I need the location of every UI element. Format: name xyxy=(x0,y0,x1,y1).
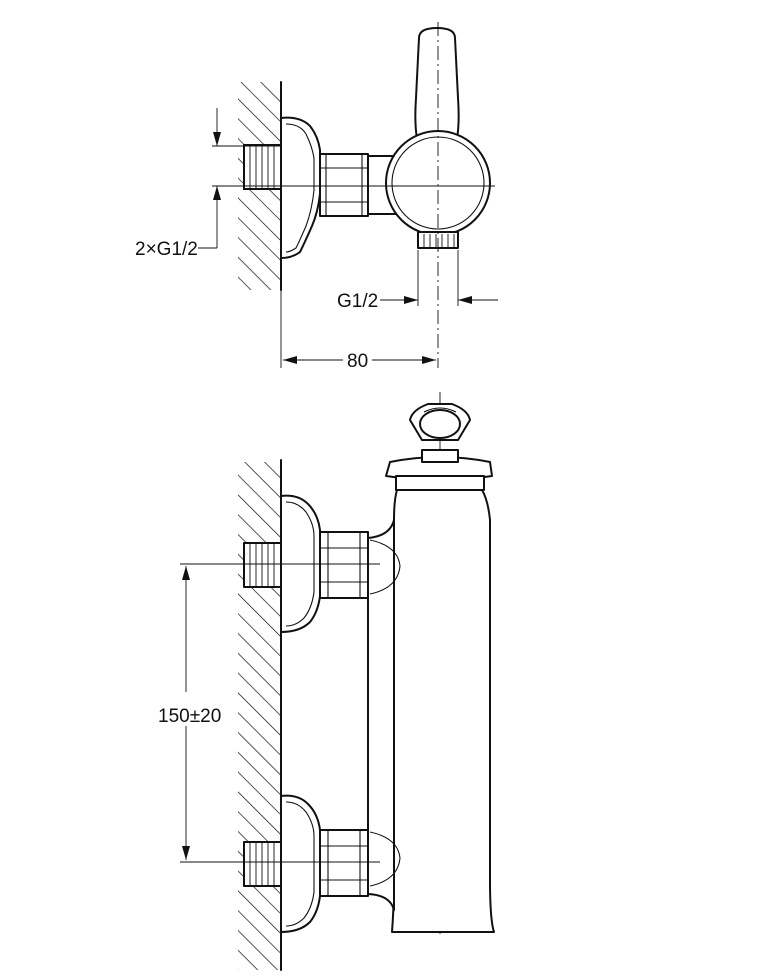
lower-inlet xyxy=(243,794,369,933)
dim-inlet-thread xyxy=(198,108,281,249)
handle-lever xyxy=(414,27,460,145)
top-view: 2×G1/2 G1/2 80 xyxy=(135,22,498,372)
label-inlet-spacing: 150±20 xyxy=(158,706,221,727)
label-outlet-thread: G1/2 xyxy=(337,291,378,312)
escutcheon-top xyxy=(280,116,321,259)
hex-nut-top xyxy=(319,153,369,217)
front-view: 150±20 xyxy=(158,392,495,971)
label-inlet-thread: 2×G1/2 xyxy=(135,239,198,260)
top-knob xyxy=(409,403,471,441)
wall-hatch-front xyxy=(238,462,280,970)
dim-depth xyxy=(280,290,436,368)
dim-outlet-thread xyxy=(380,250,498,306)
inlet-centerlines xyxy=(180,563,380,863)
centerlines-top xyxy=(212,22,495,368)
head-cap xyxy=(385,449,493,491)
bridge-body xyxy=(367,519,395,911)
label-depth: 80 xyxy=(347,351,368,372)
inlet-nipple-top xyxy=(243,144,282,190)
dim-inlet-spacing xyxy=(182,566,190,860)
